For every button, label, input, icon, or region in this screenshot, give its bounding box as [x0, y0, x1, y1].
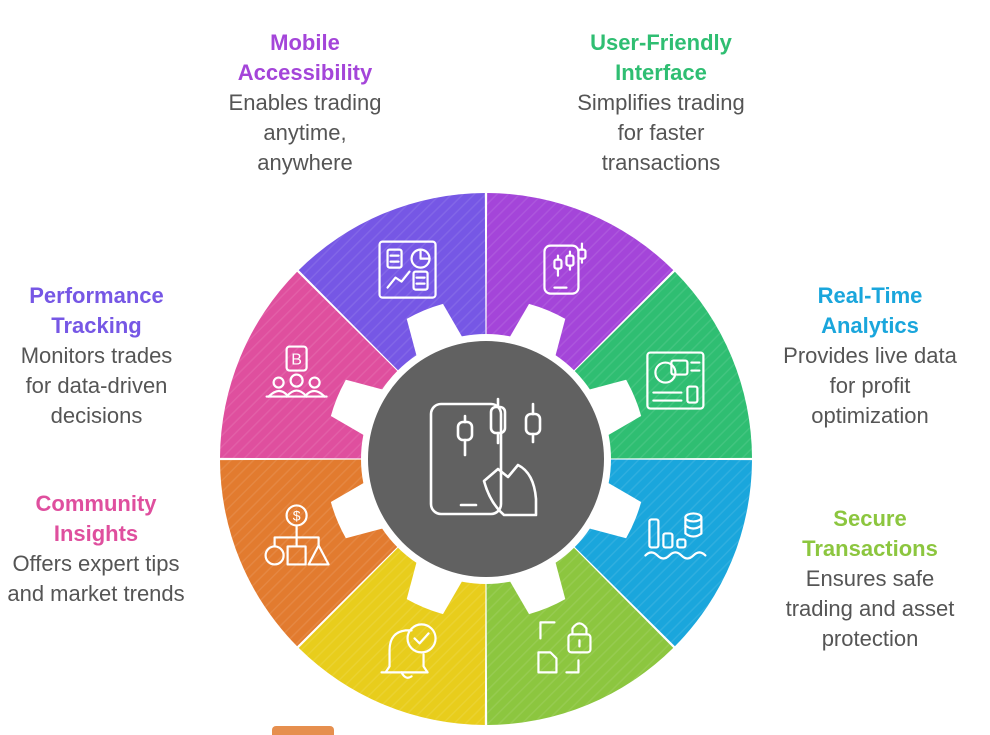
dashboard-interface-icon	[646, 351, 705, 410]
svg-text:$: $	[293, 507, 301, 523]
segment-title: Real-Time Analytics	[817, 283, 923, 338]
label-real-time-analytics: Real-Time Analytics Provides live data f…	[760, 281, 980, 431]
segment-title: Performance Tracking	[29, 283, 164, 338]
data-analytics-icon	[644, 512, 707, 560]
label-community-insights: Community Insights Offers expert tips an…	[0, 489, 202, 609]
label-user-friendly-interface: User-Friendly Interface Simplifies tradi…	[551, 28, 771, 178]
segment-description: Enables trading anytime, anywhere	[228, 90, 382, 175]
mobile-candlestick-icon	[543, 242, 587, 295]
segment-description: Offers expert tips and market trends	[7, 551, 185, 606]
asset-diversification-icon: $	[264, 504, 330, 566]
secure-lock-icon	[537, 621, 592, 674]
segment-title: User-Friendly Interface	[590, 30, 732, 85]
label-secure-transactions: Secure Transactions Ensures safe trading…	[760, 504, 980, 654]
community-bitcoin-icon: B	[265, 345, 328, 398]
segment-title: Mobile Accessibility	[237, 30, 373, 85]
performance-report-icon	[378, 240, 437, 299]
label-performance-tracking: Performance Tracking Monitors trades for…	[0, 281, 193, 431]
segment-description: Ensures safe trading and asset protectio…	[785, 566, 955, 651]
center-circle	[368, 341, 604, 577]
cropped-bottom-label	[272, 726, 342, 735]
segment-description: Monitors trades for data-driven decision…	[20, 343, 173, 428]
mobile-trading-chart-icon	[429, 397, 542, 517]
segment-description: Provides live data for profit optimizati…	[783, 343, 957, 428]
label-mobile-accessibility: Mobile Accessibility Enables trading any…	[200, 28, 410, 178]
segment-title: Community Insights	[35, 491, 157, 546]
segment-title: Secure Transactions	[802, 506, 938, 561]
notification-bell-icon	[380, 623, 437, 679]
svg-text:B: B	[291, 352, 302, 369]
segment-description: Simplifies trading for faster transactio…	[577, 90, 745, 175]
